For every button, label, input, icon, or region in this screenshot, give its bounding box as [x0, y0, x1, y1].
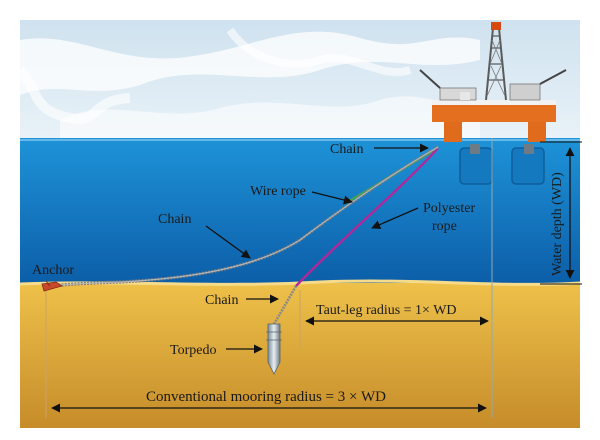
sea-area	[20, 138, 580, 284]
label-chain-left: Chain	[158, 212, 191, 227]
label-conventional-radius: Conventional mooring radius = 3 × WD	[146, 389, 386, 405]
label-chain-top: Chain	[330, 142, 363, 157]
platform-pontoons	[459, 144, 545, 185]
wire-rope-pointer	[311, 191, 353, 205]
torpedo-chain-line	[272, 285, 298, 325]
torpedo-anchor	[266, 323, 282, 375]
label-chain-bottom: Chain	[205, 293, 238, 308]
chain-left-pointer	[205, 225, 251, 259]
label-torpedo: Torpedo	[170, 343, 216, 358]
label-anchor: Anchor	[32, 263, 74, 278]
catenary-chain-highlight	[51, 146, 439, 287]
oil-platform	[419, 22, 567, 142]
polyester-rope-line	[295, 147, 439, 287]
label-polyester-line2: rope	[432, 219, 457, 234]
polyester-pointer	[371, 207, 419, 229]
label-water-depth: Water depth (WD)	[550, 172, 565, 276]
label-wire-rope: Wire rope	[250, 184, 306, 199]
label-polyester-line1: Polyester	[423, 201, 475, 216]
sky-area	[16, 20, 580, 140]
label-taut-leg-radius: Taut-leg radius = 1× WD	[316, 303, 457, 318]
drag-anchor	[41, 280, 63, 292]
